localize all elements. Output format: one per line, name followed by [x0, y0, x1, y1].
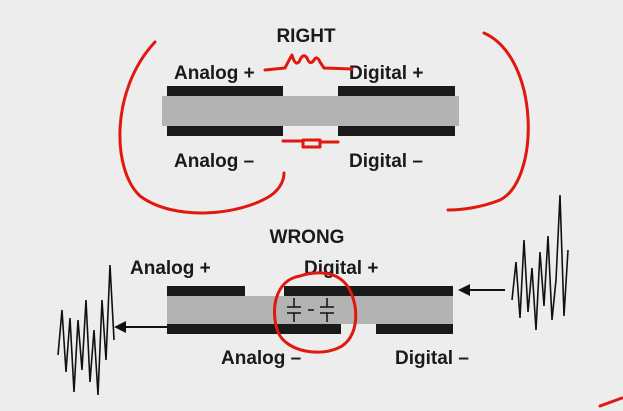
- wrong-digital-top-copper: [284, 286, 453, 296]
- right-digital-minus-label: Digital –: [349, 151, 423, 172]
- wrong-analog-top-copper: [167, 286, 245, 296]
- wrong-section: WRONG Analog + Digital + Analog – Digita…: [57, 194, 569, 396]
- right-analog-top-copper: [167, 86, 283, 96]
- right-analog-bottom-copper: [167, 126, 283, 136]
- right-analog-plus-label: Analog +: [174, 63, 255, 84]
- right-digital-bottom-copper: [338, 126, 455, 136]
- right-digital-top-copper: [338, 86, 455, 96]
- right-section: RIGHT Analog + Digital + Analog – Digita…: [162, 26, 459, 172]
- right-substrate: [162, 96, 459, 126]
- wrong-digital-bottom-copper: [376, 324, 453, 334]
- right-annotations: [118, 31, 530, 215]
- noise-in-arrow-icon: [458, 284, 505, 296]
- wrong-analog-minus-label: Analog –: [221, 348, 301, 369]
- top-squiggle-annotation: [263, 53, 354, 72]
- outgoing-noise-waveform-icon: [57, 264, 115, 396]
- noise-out-arrow-icon: [114, 321, 167, 333]
- wrong-analog-plus-label: Analog +: [130, 258, 211, 279]
- right-analog-minus-label: Analog –: [174, 151, 254, 172]
- wrong-analog-bottom-copper: [167, 324, 341, 334]
- right-bracket-annotation: [446, 31, 530, 212]
- right-title: RIGHT: [276, 26, 336, 47]
- right-digital-plus-label: Digital +: [349, 63, 423, 84]
- capacitor-circle-annotation: [273, 271, 358, 354]
- parasitic-capacitor-icon: [287, 298, 334, 322]
- wrong-digital-minus-label: Digital –: [395, 348, 469, 369]
- incoming-noise-waveform-icon: [511, 194, 569, 331]
- left-bracket-annotation: [118, 40, 286, 215]
- bottom-connection-annotation: [281, 138, 340, 149]
- wrong-digital-plus-label: Digital +: [304, 258, 378, 279]
- wrong-title: WRONG: [270, 227, 345, 248]
- corner-mark-annotation: [598, 396, 623, 408]
- wrong-annotations: [273, 271, 623, 408]
